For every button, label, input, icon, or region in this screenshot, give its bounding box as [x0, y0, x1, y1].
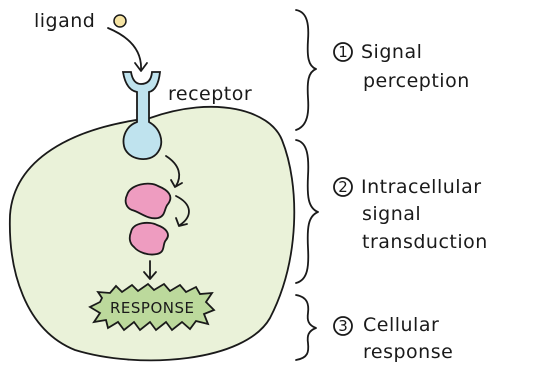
step-3-number: 3: [338, 317, 348, 335]
receptor-label: receptor: [168, 83, 252, 105]
ligand-molecule: [114, 15, 126, 27]
brace-step-2: [296, 140, 318, 283]
step-3-line-2: response: [363, 341, 453, 363]
step-2-line-1: Intracellular: [361, 176, 482, 198]
step-2-line-2: signal: [362, 203, 421, 225]
ligand-label: ligand: [34, 10, 95, 32]
step-1-line-1: Signal: [361, 41, 422, 63]
response-label: RESPONSE: [110, 299, 195, 317]
step-2-number: 2: [338, 178, 348, 196]
step-1-number: 1: [338, 43, 348, 61]
brace-step-1: [296, 10, 316, 130]
relay-molecule-2: [130, 223, 168, 255]
step-3-line-1: Cellular: [363, 314, 439, 336]
step-2-line-3: transduction: [362, 231, 488, 253]
brace-step-3: [296, 295, 316, 360]
step-1-line-2: perception: [363, 70, 470, 92]
